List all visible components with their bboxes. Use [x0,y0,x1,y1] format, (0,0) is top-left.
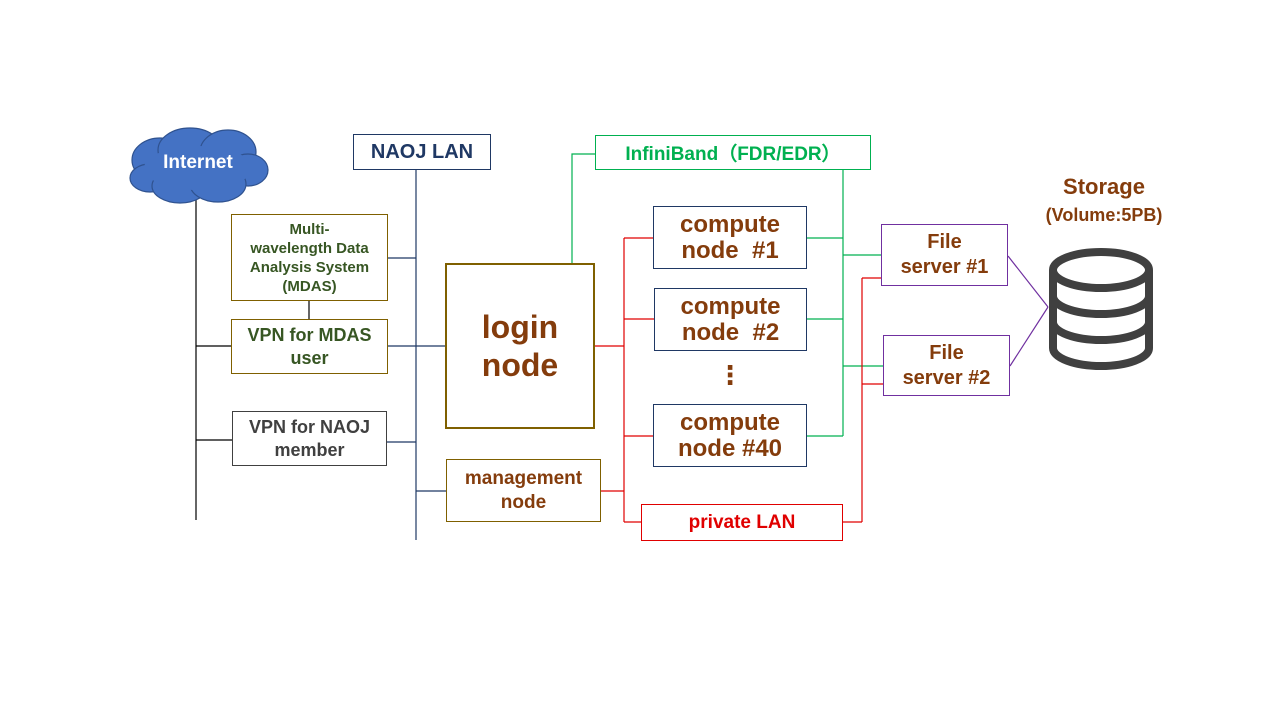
vpn-naoj-box[interactable]: VPN for NAOJ member [232,411,387,466]
login-node-box[interactable]: login node [445,263,595,429]
private-lan-label: private LAN [688,511,796,533]
mdas-line-1: Multi- [289,220,330,238]
infiniband-box[interactable]: InfiniBand（FDR/EDR） [595,135,871,170]
compute-node-1-line-2: node #1 [681,236,779,264]
vpn-mdas-line-1: VPN for MDAS [247,324,372,345]
compute-node-1-line-1: compute [679,210,780,238]
management-node-box[interactable]: management node [446,459,601,522]
mdas-line-4: (MDAS) [282,277,337,295]
private-lan-box[interactable]: private LAN [641,504,843,541]
internet-label: Internet [163,152,233,173]
compute-node-40-box[interactable]: compute node #40 [653,404,807,467]
file-server-1-box[interactable]: File server #1 [881,224,1008,286]
vpn-mdas-box[interactable]: VPN for MDAS user [231,319,388,374]
compute-nodes-ellipsis: ⋮ [717,360,743,390]
naoj-lan-box[interactable]: NAOJ LAN [353,134,491,170]
storage-title: Storage [1063,174,1145,199]
infiniband-lines [571,153,884,437]
compute-node-2-line-2: node #2 [681,318,780,346]
file-server-2-line-2: server #2 [902,366,991,389]
compute-node-2-box[interactable]: compute node #2 [654,288,807,351]
vpn-mdas-line-2: user [290,347,329,368]
vpn-naoj-line-2: member [274,439,345,460]
login-node-line-1: login [481,309,559,345]
file-server-1-line-1: File [927,231,962,253]
database-icon [1049,248,1153,370]
compute-node-1-box[interactable]: compute node #1 [653,206,807,269]
compute-node-2-line-1: compute [680,292,781,320]
file-server-1-line-2: server #1 [900,256,989,278]
mdas-box[interactable]: Multi- wavelength Data Analysis System (… [231,214,388,301]
mdas-line-2: wavelength Data [250,239,369,257]
vpn-naoj-line-1: VPN for NAOJ [248,416,371,437]
file-server-2-line-1: File [929,341,964,364]
compute-node-40-line-2: node #40 [677,434,783,462]
management-node-line-1: management [464,467,583,489]
management-node-line-2: node [500,491,547,513]
private-lan-lines [595,237,884,523]
storage-volume: (Volume:5PB) [1045,205,1163,225]
mdas-line-3: Analysis System [249,258,370,276]
login-node-line-2: node [481,347,559,383]
compute-node-40-line-1: compute [679,408,780,436]
naoj-lan-label: NAOJ LAN [370,140,474,163]
infiniband-label: InfiniBand（FDR/EDR） [625,144,841,165]
file-server-2-box[interactable]: File server #2 [883,335,1010,396]
